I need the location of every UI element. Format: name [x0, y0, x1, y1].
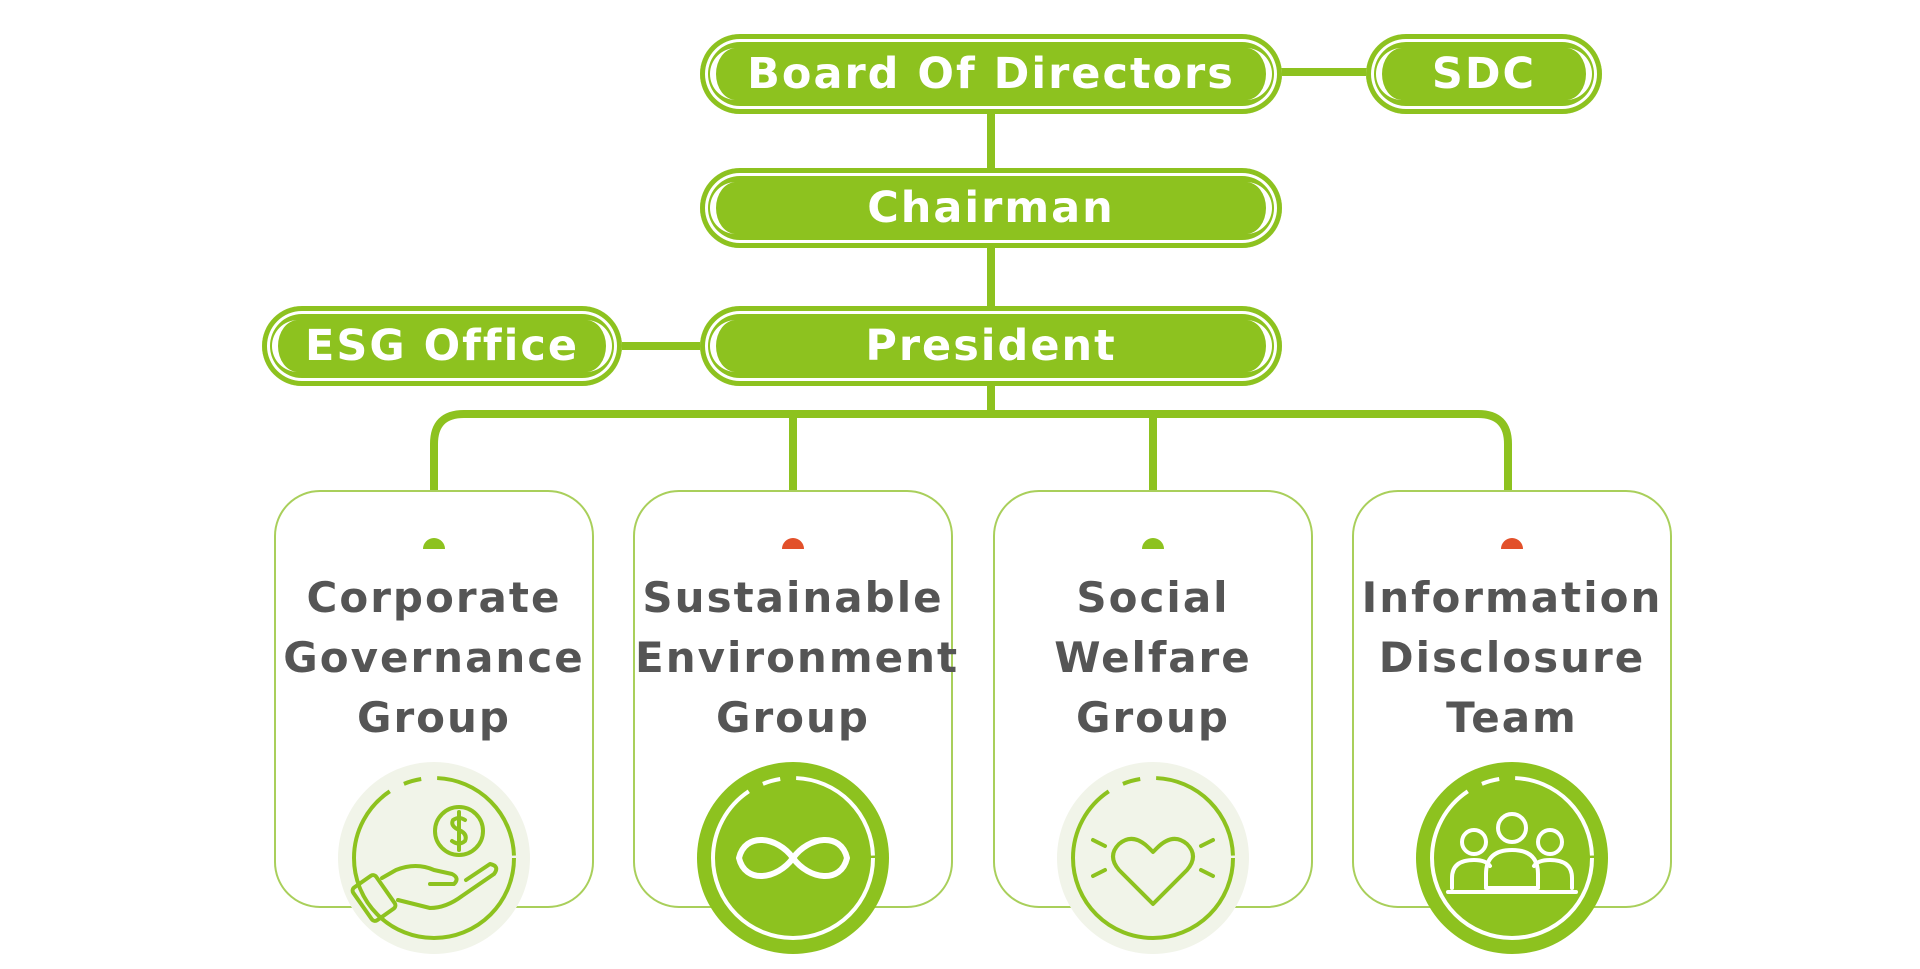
sdc-node: SDC [1366, 34, 1602, 114]
pill-end-caps [1376, 48, 1592, 100]
group-dot [1501, 538, 1523, 549]
group-title-line: Group [715, 693, 870, 742]
group-title: Sustainable Environment Group [635, 568, 960, 748]
pill-end-caps [710, 182, 1272, 234]
president-label: President [865, 321, 1117, 371]
heart-icon [1057, 762, 1249, 954]
president-node: President [700, 306, 1282, 386]
esg-office-label: ESG Office [305, 321, 579, 371]
group-title-line: Corporate [306, 573, 562, 622]
esg-office-node: ESG Office [262, 306, 622, 386]
board-of-directors-label: Board Of Directors [747, 49, 1235, 99]
group-title-line: Governance [283, 633, 585, 682]
group-title: Information Disclosure Team [1354, 568, 1670, 748]
pill-end-caps [710, 48, 1272, 100]
group-dot [423, 538, 445, 549]
group-title-line: Social [1076, 573, 1230, 622]
group-dot [1142, 538, 1164, 549]
group-dot [782, 538, 804, 549]
hand-dollar-coin-icon [338, 762, 530, 954]
group-title-line: Welfare [1054, 633, 1252, 682]
pill-end-caps [272, 320, 612, 372]
board-of-directors-node: Board Of Directors [700, 34, 1282, 114]
group-title-line: Sustainable [642, 573, 944, 622]
group-title: Corporate Governance Group [276, 568, 592, 748]
pill-end-caps [710, 320, 1272, 372]
chairman-label: Chairman [867, 183, 1115, 233]
group-title-line: Group [356, 693, 511, 742]
team-people-icon [1416, 762, 1608, 954]
infinity-icon [697, 762, 889, 954]
connector-bus [430, 410, 1512, 490]
group-title: Social Welfare Group [995, 568, 1311, 748]
sdc-label: SDC [1431, 49, 1537, 99]
group-title-line: Disclosure [1378, 633, 1646, 682]
group-title-line: Team [1446, 693, 1578, 742]
group-title-line: Group [1075, 693, 1230, 742]
group-title-line: Information [1361, 573, 1663, 622]
group-title-line: Environment [635, 633, 960, 682]
chairman-node: Chairman [700, 168, 1282, 248]
